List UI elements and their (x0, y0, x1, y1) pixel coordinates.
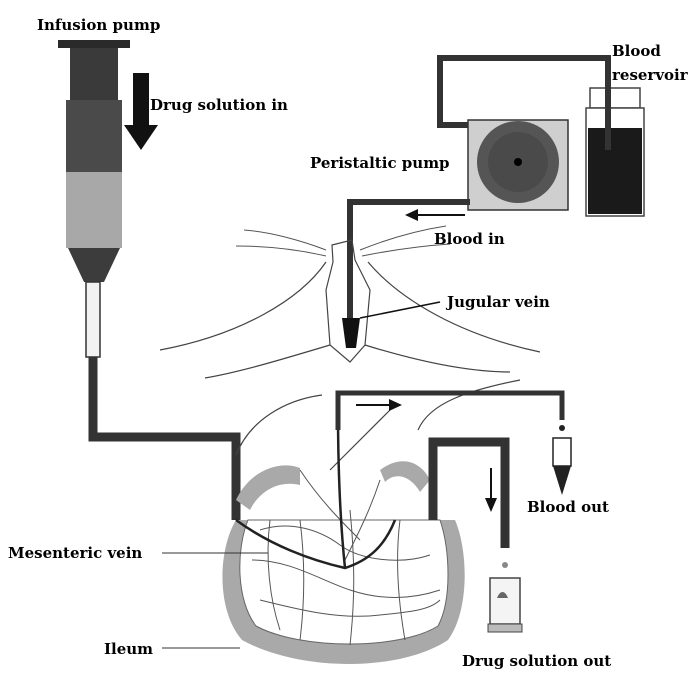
infusion-pump (58, 40, 130, 357)
blood-reservoir-label-line1: Blood (612, 42, 661, 60)
peristaltic-pump-label: Peristaltic pump (310, 154, 450, 172)
drug-solution-out-label: Drug solution out (462, 652, 611, 670)
blood-in-arrow (405, 209, 418, 221)
infusion-pump-label: Infusion pump (37, 16, 160, 34)
mesenteric-vein-label: Mesenteric vein (8, 544, 142, 562)
drug-out-arrow (485, 498, 497, 512)
blood-reservoir (586, 88, 644, 216)
jugular-vein-label: Jugular vein (445, 293, 550, 311)
blood-reservoir-label-line2: reservoir (612, 66, 689, 84)
blood-out-tube-vial (553, 425, 571, 495)
blood-in-label: Blood in (434, 230, 505, 248)
drug-out-vial (488, 562, 522, 632)
blood-out-arrow (389, 399, 402, 411)
peristaltic-pump (468, 120, 568, 210)
blood-out-label: Blood out (527, 498, 609, 516)
infusion-tube (93, 357, 236, 520)
ileum-label: Ileum (104, 640, 153, 658)
drug-solution-in-label: Drug solution in (150, 96, 288, 114)
blood-out-tube (338, 393, 562, 430)
